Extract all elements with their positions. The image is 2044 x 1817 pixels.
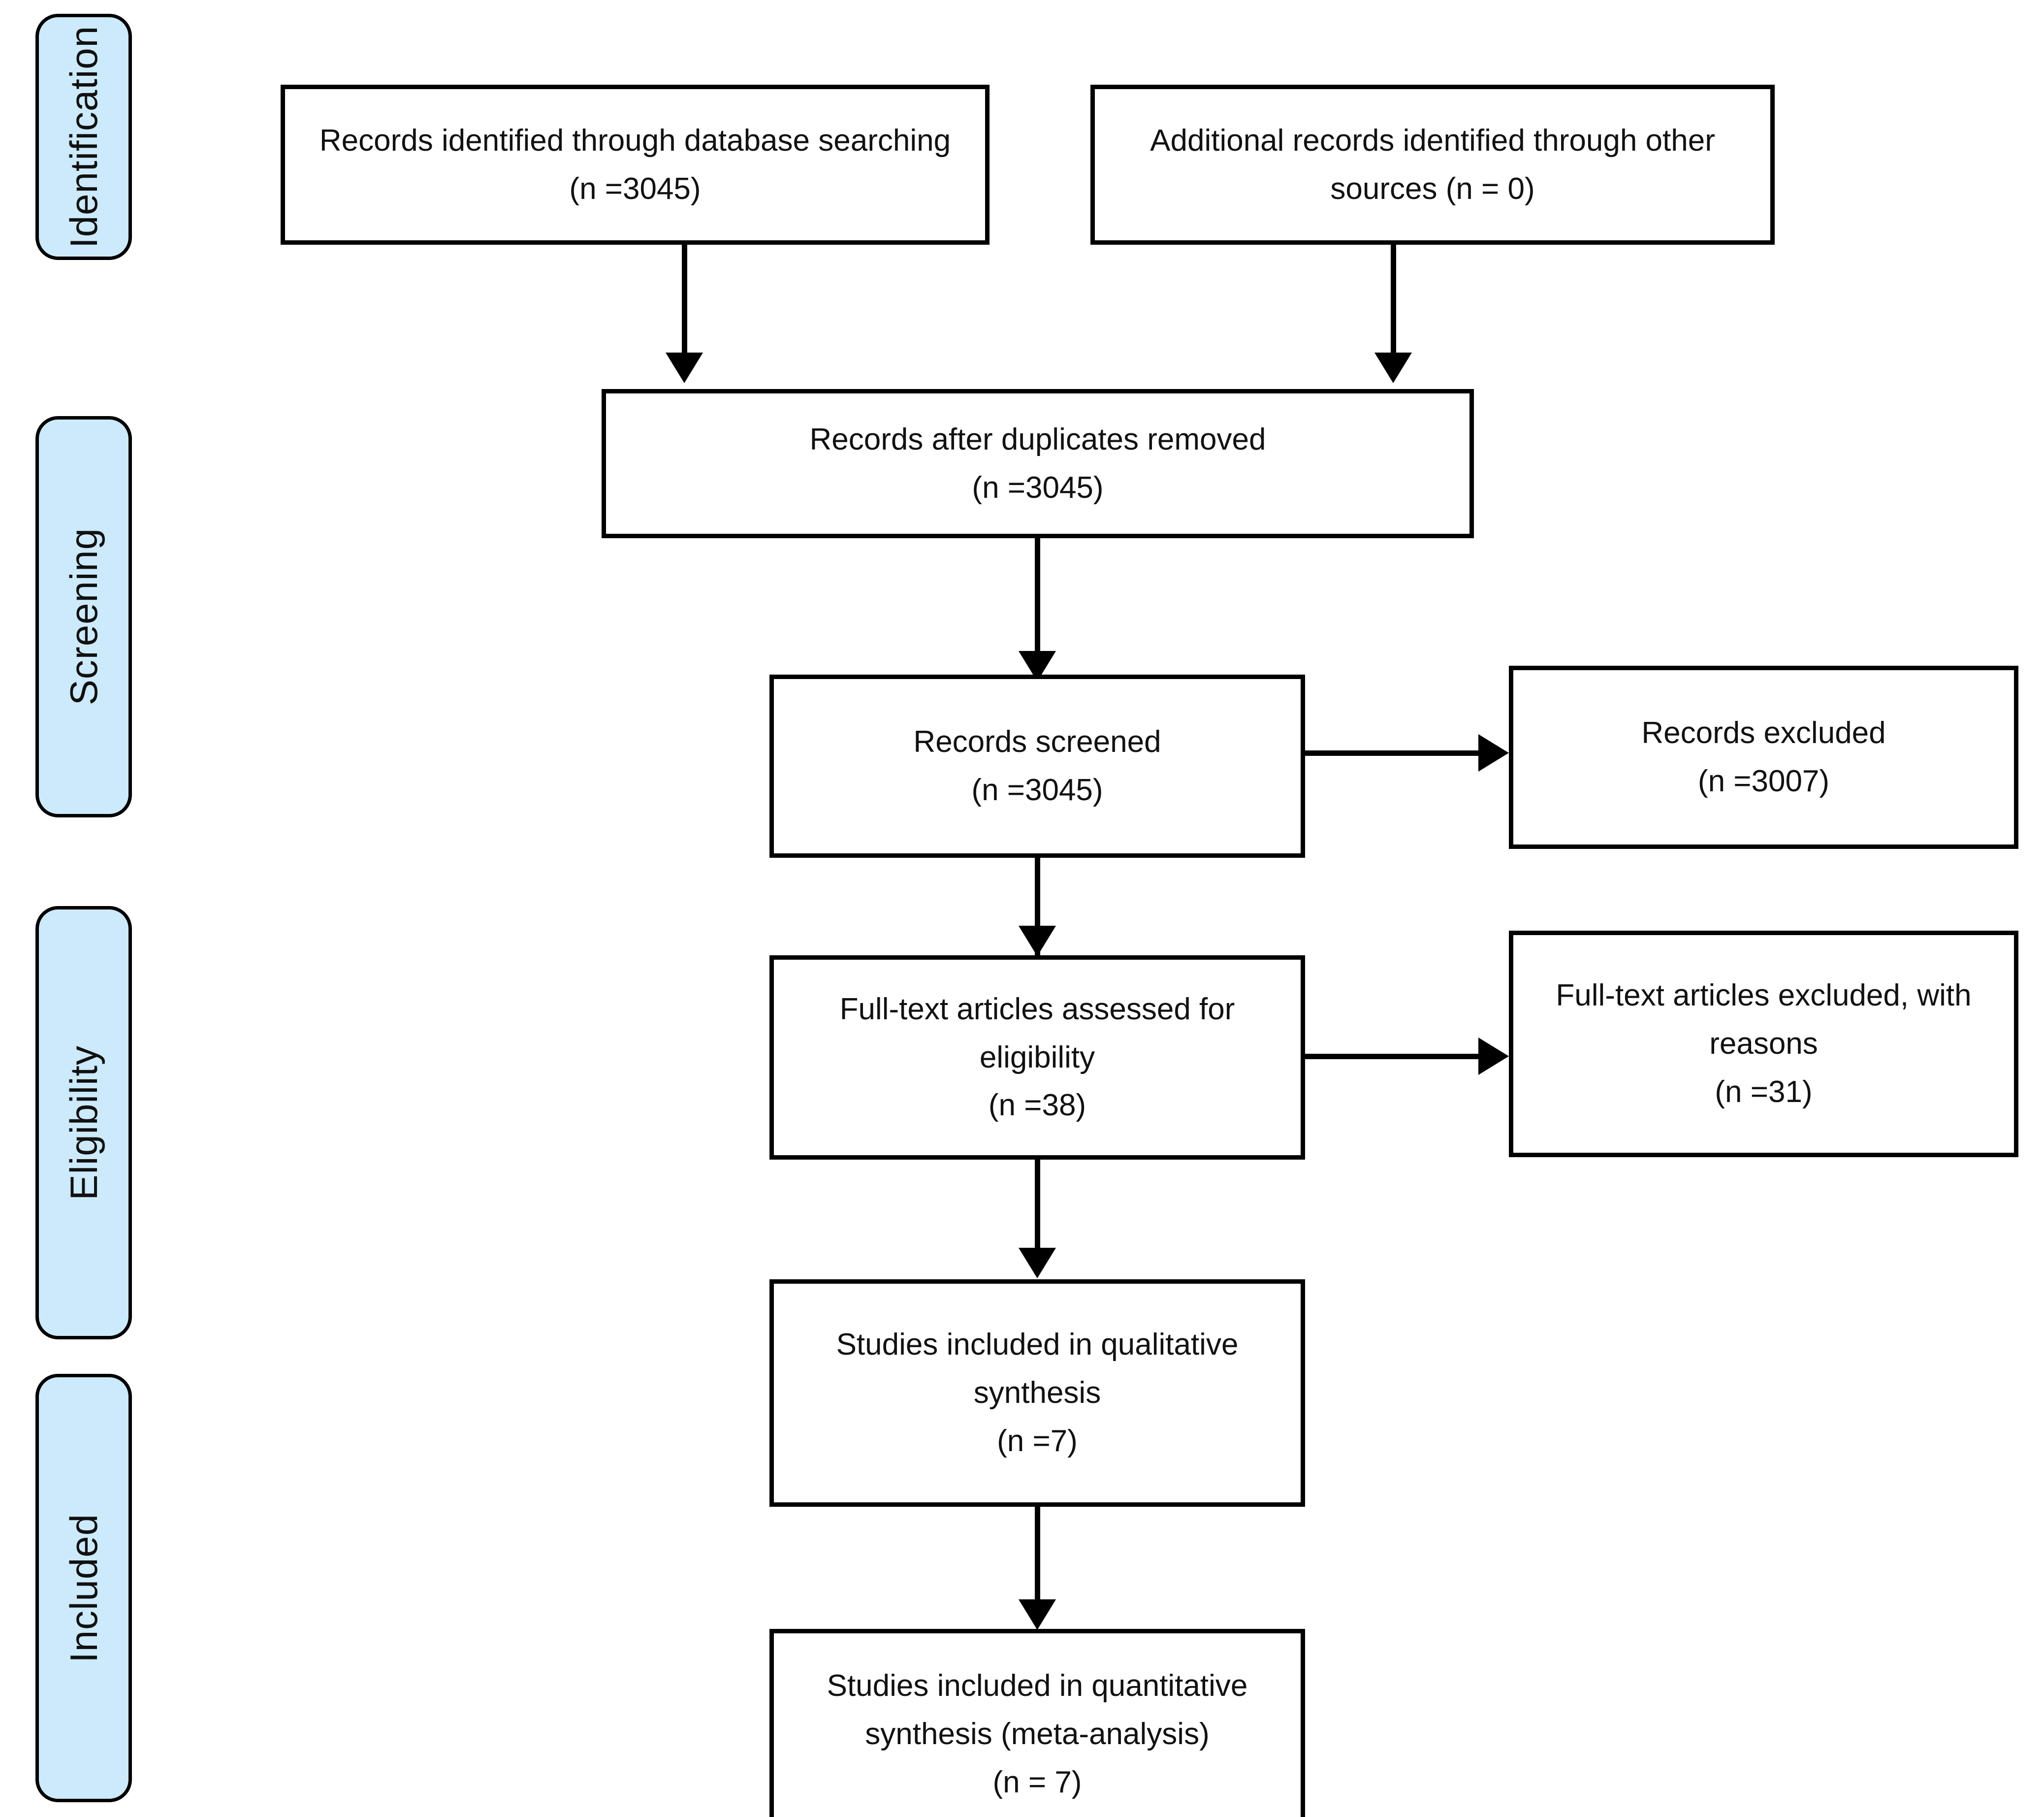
box-records-identified-database-line2: (n =3045) [569, 171, 701, 206]
box-records-excluded-line1: Records excluded [1641, 716, 1886, 750]
box-fulltext-excluded-line1: Full-text articles excluded, with [1556, 978, 1972, 1013]
box-records-screened: Records screened (n =3045) [769, 675, 1305, 858]
box-records-after-duplicates-line2: (n =3045) [972, 470, 1104, 505]
box-fulltext-assessed-line2: eligibility [979, 1040, 1095, 1074]
box-records-after-duplicates-line1: Records after duplicates removed [809, 422, 1266, 456]
connector-database-to-duplicates-line [682, 245, 687, 355]
connector-qualitative-to-quantitative-line [1035, 1507, 1040, 1603]
connector-screened-to-fulltext-line [1035, 858, 1040, 956]
box-records-screened-line2: (n =3045) [971, 773, 1103, 807]
box-qualitative-synthesis: Studies included in qualitative synthesi… [769, 1279, 1305, 1507]
box-quantitative-synthesis-line1: Studies included in quantitative [827, 1669, 1248, 1703]
stage-tab-screening: Screening [35, 416, 132, 817]
stage-tab-identification: Identification [35, 14, 132, 260]
box-fulltext-excluded-line3: (n =31) [1715, 1074, 1813, 1109]
connector-database-to-duplicates-arrow [666, 353, 703, 383]
connector-fulltext-to-qualitative-line [1035, 1160, 1040, 1251]
box-fulltext-excluded-line2: reasons [1709, 1027, 1818, 1061]
connector-fulltext-to-excluded-line [1305, 1054, 1480, 1059]
stage-tab-eligibility: Eligibility [35, 906, 132, 1339]
stage-tab-identification-label: Identification [62, 26, 105, 248]
box-fulltext-assessed: Full-text articles assessed for eligibil… [769, 955, 1305, 1160]
box-qualitative-synthesis-line1: Studies included in qualitative [836, 1328, 1239, 1362]
stage-tab-included-label: Included [62, 1513, 105, 1663]
stage-tab-eligibility-label: Eligibility [62, 1045, 105, 1201]
box-records-excluded-line2: (n =3007) [1697, 764, 1830, 798]
connector-other-to-duplicates-arrow [1374, 353, 1412, 383]
connector-qualitative-to-quantitative-arrow [1019, 1599, 1056, 1630]
stage-tab-included: Included [35, 1374, 132, 1802]
box-additional-records-other-sources: Additional records identified through ot… [1090, 85, 1775, 245]
box-records-screened-line1: Records screened [913, 725, 1161, 759]
box-quantitative-synthesis-line2: synthesis (meta-analysis) [865, 1717, 1210, 1752]
connector-fulltext-to-qualitative-arrow [1019, 1248, 1056, 1278]
connector-screened-to-fulltext-arrow [1019, 926, 1056, 956]
box-quantitative-synthesis: Studies included in quantitative synthes… [769, 1629, 1305, 1817]
box-qualitative-synthesis-line3: (n =7) [997, 1424, 1078, 1458]
stage-tab-screening-label: Screening [62, 528, 105, 706]
connector-screened-to-excluded-line [1305, 750, 1480, 756]
box-fulltext-assessed-line1: Full-text articles assessed for [839, 992, 1235, 1026]
box-records-identified-database: Records identified through database sear… [281, 85, 990, 245]
box-additional-records-other-sources-line2: sources (n = 0) [1330, 171, 1535, 206]
connector-duplicates-to-screened-line [1035, 538, 1040, 681]
connector-screened-to-excluded-arrow [1478, 734, 1509, 772]
box-quantitative-synthesis-line3: (n = 7) [992, 1765, 1082, 1799]
box-additional-records-other-sources-line1: Additional records identified through ot… [1150, 123, 1715, 158]
box-records-excluded: Records excluded (n =3007) [1509, 666, 2018, 849]
box-records-after-duplicates: Records after duplicates removed (n =304… [602, 389, 1474, 538]
box-fulltext-assessed-line3: (n =38) [988, 1088, 1086, 1123]
box-records-identified-database-line1: Records identified through database sear… [319, 123, 951, 158]
box-fulltext-excluded: Full-text articles excluded, with reason… [1509, 931, 2018, 1157]
connector-fulltext-to-excluded-arrow [1478, 1038, 1509, 1075]
box-qualitative-synthesis-line2: synthesis [973, 1376, 1101, 1410]
connector-other-to-duplicates-line [1391, 245, 1396, 355]
